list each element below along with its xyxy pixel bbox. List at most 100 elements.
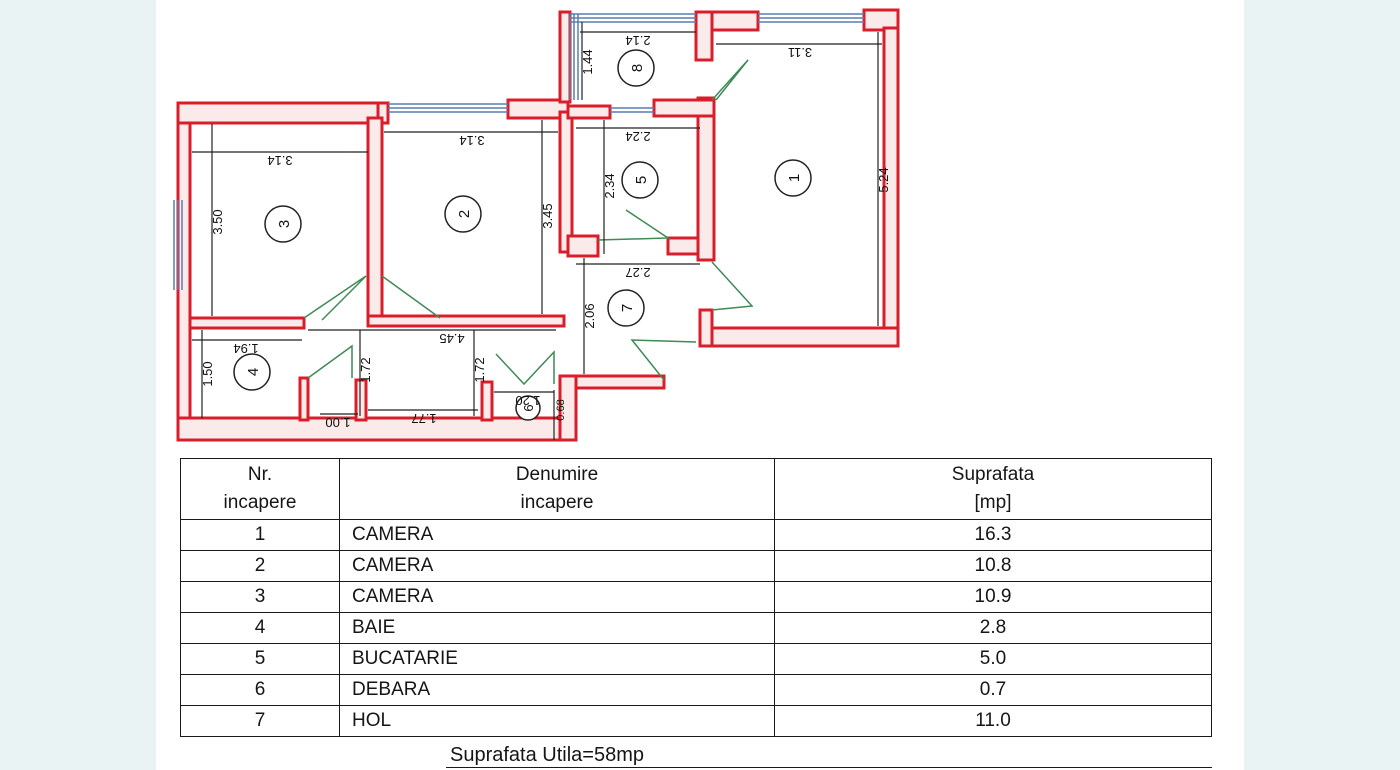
dim-label: 0.68	[555, 399, 567, 420]
dim-label: 5.24	[876, 167, 891, 192]
dim-label: 1.00	[325, 415, 350, 430]
cell-name: DEBARA	[339, 674, 775, 706]
window-room1	[758, 13, 864, 23]
header-area-line1: Suprafata	[951, 464, 1035, 485]
room-circle	[607, 289, 645, 327]
wall-room8-east	[694, 10, 714, 62]
table-bottom-rule	[446, 767, 1212, 768]
dim-label: 1.44	[580, 49, 595, 74]
header-name-line1: Denumire	[515, 464, 599, 485]
wall-debara-west	[480, 380, 494, 422]
door-room3	[303, 275, 367, 321]
wall-kitchen-sw	[566, 234, 600, 258]
dim-label: 4.45	[439, 331, 464, 346]
dim-label: 2.27	[625, 265, 650, 280]
room-number: 4	[245, 368, 262, 376]
cell-area: 16.3	[774, 519, 1212, 551]
dim-label: 1.50	[200, 361, 215, 386]
dim-label: 1.20	[515, 393, 540, 408]
wall-room2-room5	[558, 110, 574, 254]
header-nr-line1: Nr.	[247, 464, 273, 485]
door-kitchen	[597, 209, 671, 241]
dim-label: 1.72	[472, 357, 487, 382]
cell-name: BAIE	[339, 612, 775, 644]
room-circle	[617, 49, 655, 87]
wall-hall-south-a	[354, 378, 368, 422]
door-debara	[495, 350, 555, 386]
cell-area: 10.8	[774, 550, 1212, 582]
cell-area: 5.0	[774, 643, 1212, 675]
wall-south	[176, 416, 578, 442]
cell-nr: 4	[180, 612, 340, 644]
cell-nr: 6	[180, 674, 340, 706]
header-area-line2: [mp]	[974, 492, 1012, 513]
cell-nr: 5	[180, 643, 340, 675]
room-circle	[264, 205, 302, 243]
wall-kitchen-east	[696, 96, 716, 262]
room-circle	[774, 159, 812, 197]
room-circle	[515, 395, 541, 421]
wall-debara-east	[558, 374, 578, 442]
cell-nr: 7	[180, 705, 340, 737]
wall-kitchen-ne	[652, 98, 716, 118]
room-circle	[444, 195, 482, 233]
drawing-sheet: 1 2 3 4 5 6 7 8 2.14 3.11 1.44 3.14 3.14…	[156, 0, 1244, 770]
wall-room8-west	[558, 10, 572, 104]
door-room2	[381, 275, 441, 319]
wall-room1-south	[698, 326, 900, 348]
header-nr-line2: incapere	[223, 492, 297, 513]
door-balcony	[711, 59, 749, 101]
cell-area: 2.8	[774, 612, 1212, 644]
header-nr: Nr. incapere	[180, 458, 340, 520]
wall-north-room3	[176, 101, 380, 125]
room-markers	[233, 49, 812, 421]
cell-name: CAMERA	[339, 581, 775, 613]
wall-room3-room4	[188, 316, 306, 330]
dim-label: 1.77	[411, 411, 436, 426]
cell-name: CAMERA	[339, 519, 775, 551]
room-labels: 1 2 3 4 5 6 7 8	[245, 64, 803, 412]
dim-label: 1.94	[233, 341, 258, 356]
dim-label: 3.45	[540, 203, 555, 228]
room-circle	[233, 353, 271, 391]
doors	[303, 59, 754, 386]
cell-area: 10.9	[774, 581, 1212, 613]
dim-label: 2.14	[625, 33, 650, 48]
dim-label: 2.06	[582, 303, 597, 328]
dimension-labels: 2.14 3.11 1.44 3.14 3.14 2.24 3.50 3.45 …	[200, 33, 891, 430]
wall-room3-room2	[366, 116, 384, 327]
window-room8-west	[569, 14, 579, 100]
cell-area: 11.0	[774, 705, 1212, 737]
room-circle	[621, 161, 659, 199]
floor-plan: 1 2 3 4 5 6 7 8 2.14 3.11 1.44 3.14 3.14…	[173, 8, 900, 442]
dim-label: 3.14	[267, 153, 292, 168]
dim-label: 2.24	[625, 129, 650, 144]
window-room3	[173, 200, 183, 290]
window-room2	[388, 103, 508, 113]
window-kitchen	[610, 107, 654, 113]
dim-label: 3.50	[210, 209, 225, 234]
dim-label: 1.72	[358, 357, 373, 382]
wall-room4-east	[298, 376, 310, 422]
room-number: 5	[633, 176, 650, 184]
room-number: 6	[521, 404, 536, 411]
header-area: Suprafata [mp]	[774, 458, 1212, 520]
wall-kitchen-north	[566, 104, 612, 120]
wall-west	[176, 101, 192, 442]
window-room8-north	[570, 13, 696, 23]
cell-name: HOL	[339, 705, 775, 737]
cell-nr: 1	[180, 519, 340, 551]
dim-label: 3.11	[788, 45, 812, 60]
cell-name: CAMERA	[339, 550, 775, 582]
wall-room2-hall	[366, 314, 566, 328]
cell-nr: 2	[180, 550, 340, 582]
door-entrance	[630, 339, 697, 381]
cell-name: BUCATARIE	[339, 643, 775, 675]
